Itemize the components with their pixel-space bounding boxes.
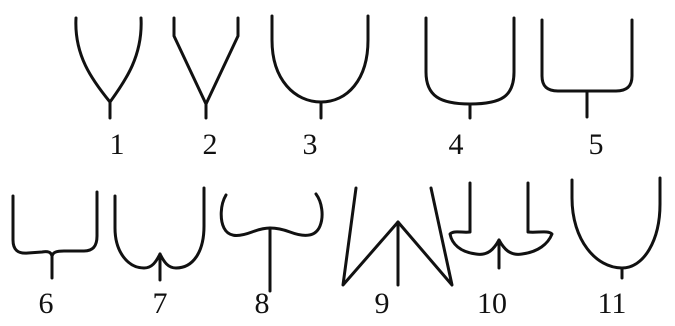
shape-label-3: 3 <box>303 128 318 161</box>
shape-label-5: 5 <box>589 128 604 161</box>
shape-10 <box>450 183 552 268</box>
shape-7 <box>115 188 204 280</box>
shape-3 <box>272 16 368 118</box>
shape-label-8: 8 <box>255 287 270 320</box>
shape-label-9: 9 <box>375 287 390 320</box>
shape-4 <box>426 18 514 118</box>
shape-label-1: 1 <box>110 128 125 161</box>
shape-label-7: 7 <box>153 287 168 320</box>
shape-label-11: 11 <box>598 287 627 320</box>
shape-5 <box>542 20 632 117</box>
shape-label-10: 10 <box>477 287 507 320</box>
shape-1 <box>76 18 141 118</box>
shape-label-6: 6 <box>39 287 54 320</box>
shape-6 <box>13 192 97 278</box>
shape-label-4: 4 <box>449 128 464 161</box>
shape-9 <box>343 188 452 285</box>
shape-2 <box>174 18 238 118</box>
shape-label-2: 2 <box>203 128 218 161</box>
shape-11 <box>572 178 660 278</box>
shape-8 <box>221 194 322 291</box>
